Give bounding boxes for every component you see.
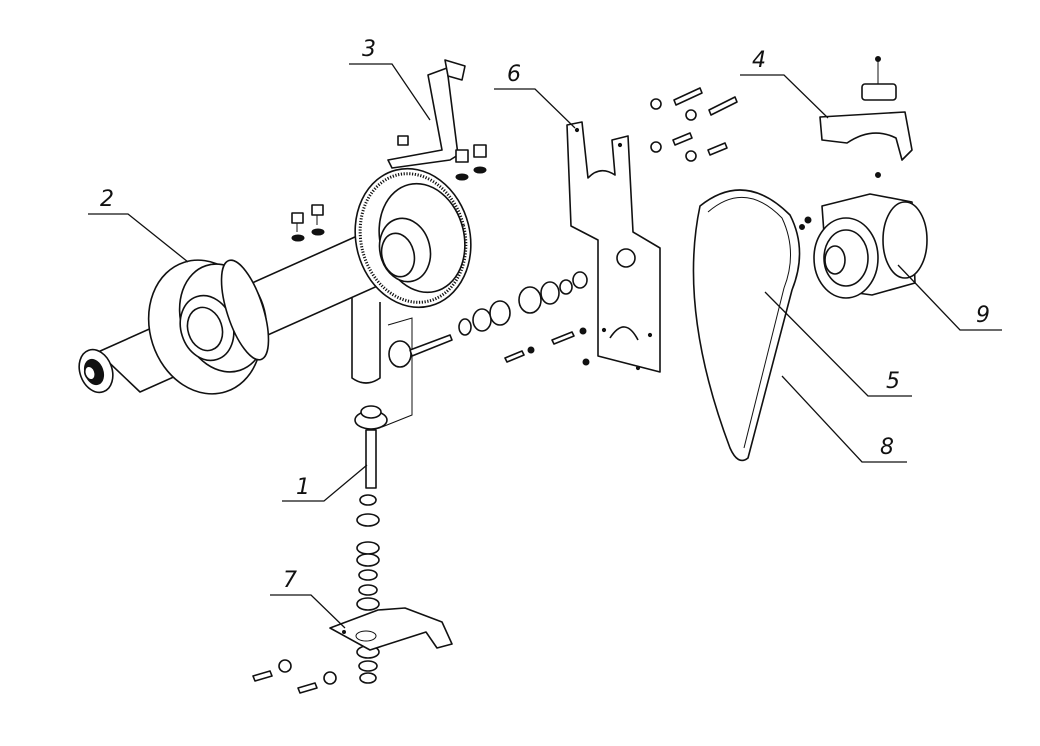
callout-4: 4 xyxy=(752,48,766,73)
callout-leader-3 xyxy=(349,63,431,121)
callout-5: 5 xyxy=(886,369,900,394)
bracket-part-3 xyxy=(387,59,487,181)
bolts-lower-plate xyxy=(504,327,590,366)
callout-leader-6 xyxy=(494,88,576,129)
washer-stack-vertical xyxy=(356,494,380,684)
callout-leader-2 xyxy=(88,213,189,263)
callout-leader-5 xyxy=(764,291,912,397)
callout-leader-9 xyxy=(897,264,1002,331)
callout-leader-7 xyxy=(270,594,346,629)
callout-9: 9 xyxy=(976,303,990,328)
callout-3: 3 xyxy=(362,37,376,62)
motor-part-9 xyxy=(799,193,928,299)
callout-1: 1 xyxy=(296,475,310,500)
callout-8: 8 xyxy=(880,435,894,460)
callout-leader-8 xyxy=(781,375,907,463)
bolts-upper-middle xyxy=(650,87,738,162)
callout-leader-1 xyxy=(282,464,368,502)
main-shaft-assembly xyxy=(78,167,472,395)
callout-leader-4 xyxy=(740,74,829,119)
bolts-upper-left xyxy=(291,204,325,242)
screw-part-1 xyxy=(354,317,453,489)
motor-bracket-part-4 xyxy=(819,56,913,178)
mounting-plate-part-6 xyxy=(566,121,661,373)
callout-2: 2 xyxy=(100,187,114,212)
callout-6: 6 xyxy=(507,62,521,87)
drive-belt-part-8 xyxy=(692,189,801,462)
bottom-screws xyxy=(252,659,337,694)
callouts: 1 2 3 4 5 6 7 8 9 xyxy=(88,37,1002,629)
callout-7: 7 xyxy=(283,568,297,593)
bottom-bracket-part-7 xyxy=(329,607,453,651)
washer-stack-horizontal xyxy=(458,271,588,336)
